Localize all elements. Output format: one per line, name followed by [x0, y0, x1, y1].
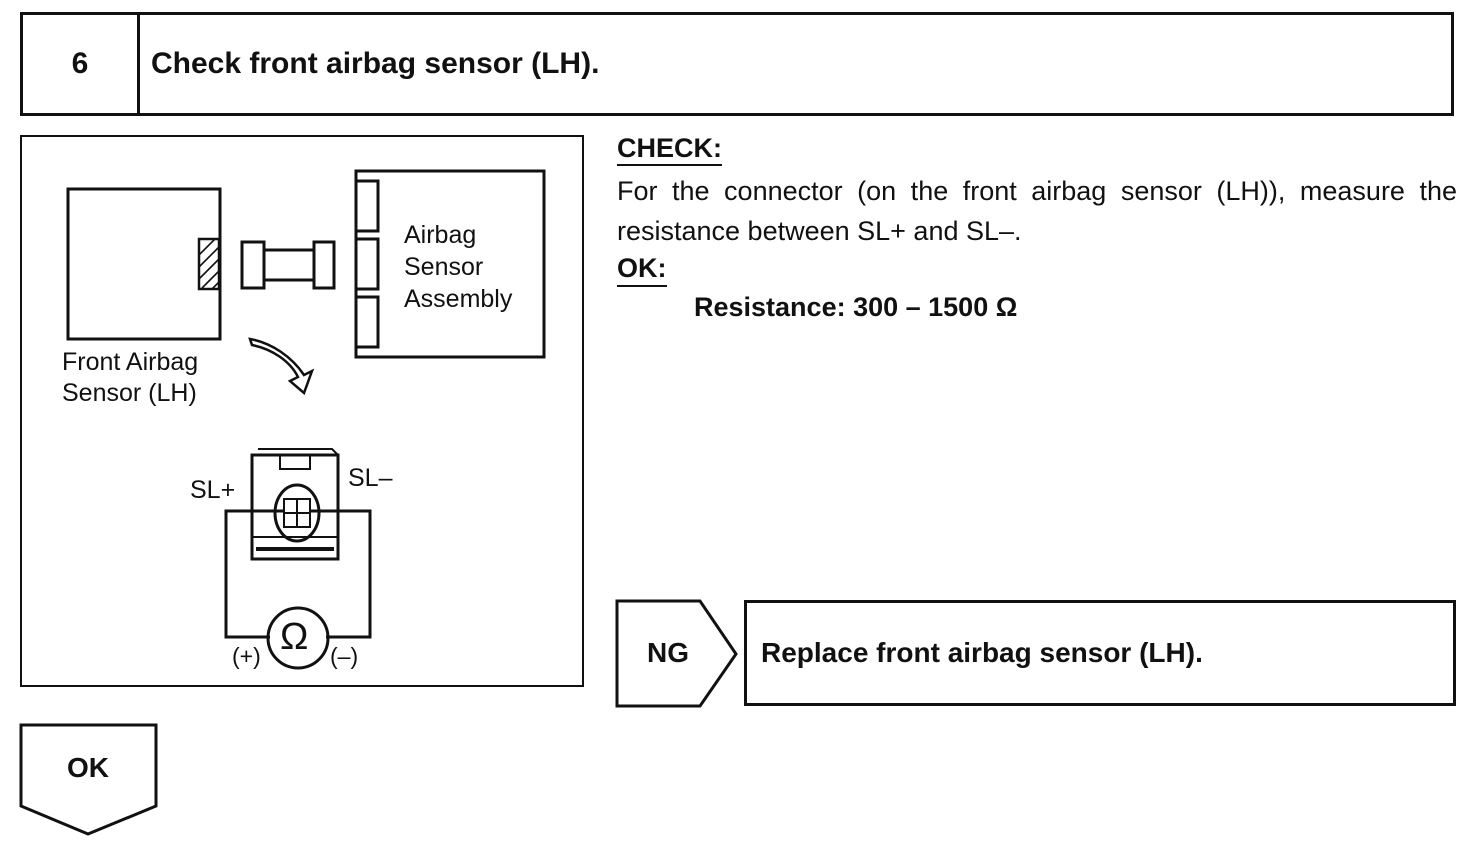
ok-arrow-shape [19, 723, 158, 836]
ok-label: OK [67, 752, 109, 783]
hatch-lines [198, 238, 220, 290]
connector-illustration: Front Airbag Sensor (LH) Airbag Sensor A… [20, 135, 584, 687]
terminal-minus-label: SL– [348, 464, 393, 492]
plug-right-end [312, 240, 336, 290]
lead-minus [310, 509, 372, 639]
step-header: 6 Check front airbag sensor (LH). [20, 12, 1454, 116]
front-sensor-label: Front Airbag Sensor (LH) [62, 348, 199, 407]
step-number: 6 [23, 15, 140, 113]
lead-plus [224, 509, 284, 639]
step-title: Check front airbag sensor (LH). [151, 47, 600, 80]
check-heading: CHECK: [617, 132, 722, 166]
ohmmeter-icon [266, 606, 330, 670]
plug-left-end [240, 240, 266, 290]
terminal-cavity [273, 483, 321, 543]
assembly-slot-2 [354, 237, 380, 291]
assembly-slot-1 [354, 179, 380, 233]
ng-label: NG [647, 637, 689, 668]
ng-action: Replace front airbag sensor (LH). [744, 600, 1456, 706]
sensor-connector-hatch [197, 237, 221, 291]
terminal-plus-label: SL+ [190, 476, 236, 504]
check-instructions: For the connector (on the front airbag s… [617, 176, 1457, 246]
rotate-arrow-icon [248, 337, 315, 396]
ng-arrow-shape [615, 599, 738, 708]
probe-minus-label: (–) [330, 643, 359, 669]
resistance-spec: Resistance: 300 – 1500 Ω [694, 292, 1018, 322]
ok-heading: OK: [617, 251, 667, 287]
illustration-drawing [66, 169, 546, 670]
ohm-symbol: Ω [280, 616, 309, 658]
connector-face-outline [250, 453, 340, 561]
front-sensor-body [66, 187, 222, 341]
ng-action-text: Replace front airbag sensor (LH). [761, 637, 1203, 668]
assembly-label: Airbag Sensor Assembly [404, 221, 513, 313]
probe-plus-label: (+) [232, 643, 261, 669]
assembly-slot-3 [354, 295, 380, 349]
